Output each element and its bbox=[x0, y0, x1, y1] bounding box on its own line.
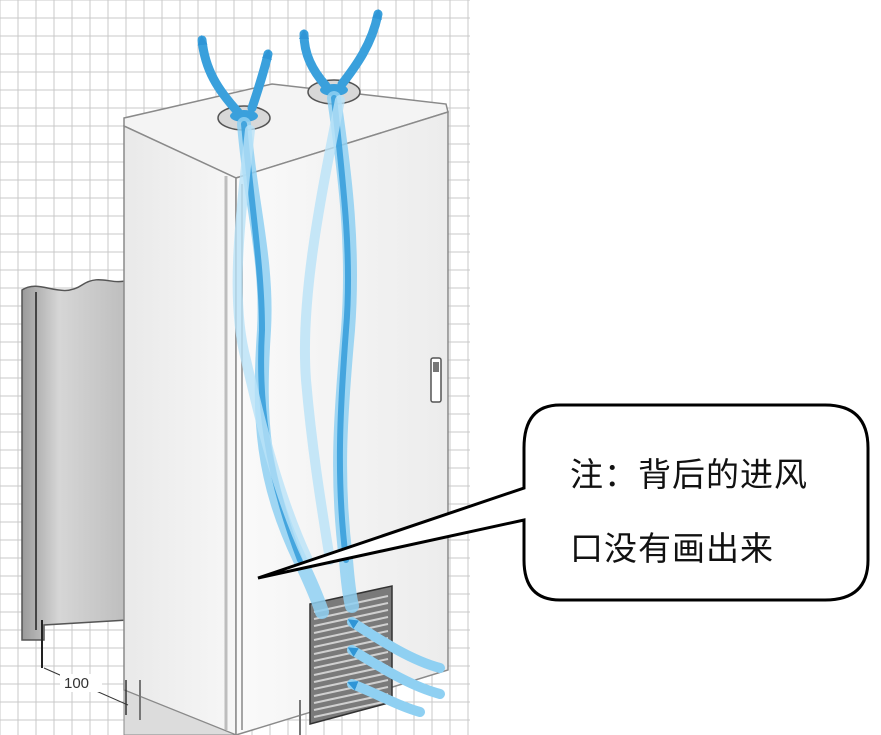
intake-arrows bbox=[347, 617, 445, 717]
airflow-streams bbox=[232, 91, 359, 619]
cabinet bbox=[123, 83, 449, 735]
callout-text-line-2: 口没有画出来 bbox=[570, 529, 774, 568]
callout-bubble: 注：背后的进风 口没有画出来 bbox=[257, 403, 870, 602]
louvre-slat bbox=[313, 623, 389, 641]
door-handle-icon bbox=[430, 357, 442, 403]
dimension-label: 100 bbox=[64, 675, 89, 692]
exhaust-arrows bbox=[197, 9, 383, 117]
louvre-slat bbox=[313, 700, 389, 718]
side-wall-panel bbox=[21, 278, 129, 668]
louvre-slat bbox=[313, 651, 389, 669]
callout-text-line-1: 注：背后的进风 bbox=[570, 455, 808, 494]
dimension-annotation: 100 bbox=[43, 667, 129, 715]
